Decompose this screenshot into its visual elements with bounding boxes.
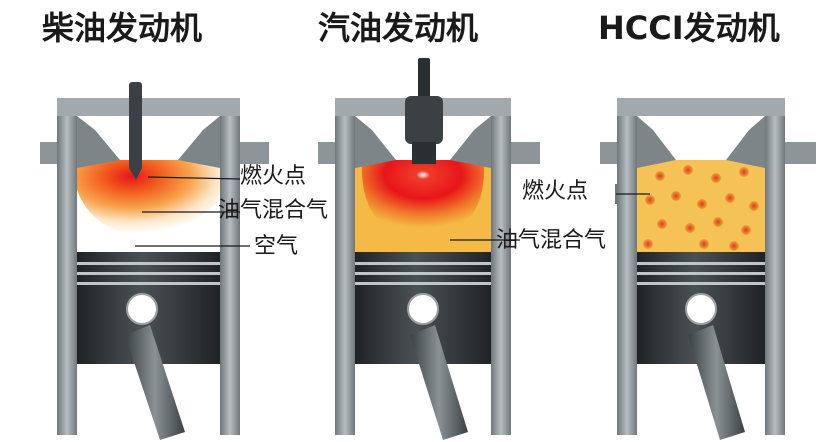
ignition-dot: [655, 171, 665, 181]
fuel-injector: [129, 82, 142, 170]
diesel-flame: [77, 160, 220, 236]
ignition-dot: [699, 239, 709, 249]
leader-line: [147, 176, 241, 180]
spark-plug-body: [405, 96, 443, 144]
ignition-dot: [685, 223, 695, 233]
ignition-dot: [729, 241, 739, 251]
piston-ring: [355, 282, 491, 285]
ignition-dot: [725, 193, 735, 203]
intake-valve: [637, 116, 676, 168]
cylinder-flange-right: [782, 142, 816, 164]
spark-plug-thread: [412, 142, 436, 164]
ignition-dot: [711, 173, 721, 183]
cylinder-wall-left: [57, 98, 77, 435]
cylinder-wall-right: [765, 98, 785, 435]
piston-ring: [77, 272, 220, 275]
ignition-dot: [643, 239, 653, 249]
cylinder-head: [57, 98, 240, 116]
gasoline-engine: [318, 58, 540, 440]
injector-tip: [129, 168, 142, 180]
connecting-rod: [410, 325, 468, 440]
piston-ring: [77, 262, 220, 265]
diesel-mixture-label: 油气混合气: [218, 198, 329, 223]
piston-ring: [637, 262, 765, 265]
gasoline-engine-title: 汽油发动机: [318, 9, 479, 47]
piston-pin: [407, 293, 439, 325]
diesel-ignition-label: 燃火点: [240, 164, 307, 189]
piston-ring: [355, 272, 491, 275]
diesel-engine-title: 柴油发动机: [42, 9, 203, 47]
hcci-ignition-points: [643, 165, 759, 251]
ignition-dot: [739, 167, 749, 177]
hcci-ignition-label: 燃火点: [522, 179, 589, 204]
gasoline-mixture-label: 油气混合气: [496, 228, 607, 253]
intake-valve: [77, 116, 120, 168]
ignition-dot: [713, 217, 723, 227]
ignition-dot: [697, 199, 707, 209]
cylinder-head: [617, 98, 785, 116]
piston-ring: [637, 272, 765, 275]
connecting-rod: [688, 325, 745, 440]
piston-pin: [685, 293, 717, 325]
piston-ring: [355, 262, 491, 265]
diesel-engine: [40, 82, 269, 440]
hcci-engine: [600, 98, 816, 440]
ignition-dot: [657, 219, 667, 229]
piston-ring: [637, 282, 765, 285]
diesel-air-label: 空气: [254, 234, 299, 259]
piston-ring: [77, 282, 220, 285]
connecting-rod: [125, 325, 185, 440]
cylinder-wall-left: [335, 98, 355, 435]
cylinder-wall-left: [617, 98, 637, 435]
ignition-dot: [683, 165, 693, 175]
piston-pin: [126, 293, 158, 325]
ignition-dot: [671, 191, 681, 201]
exhaust-valve: [726, 116, 765, 168]
exhaust-valve: [178, 116, 220, 168]
ignition-dot: [645, 195, 655, 205]
ignition-dot: [741, 225, 751, 235]
intake-valve: [355, 116, 396, 168]
cylinder-wall-right: [491, 98, 511, 435]
cylinder-wall-right: [220, 98, 240, 435]
exhaust-valve: [450, 116, 491, 168]
gasoline-flame: [361, 160, 485, 235]
ignition-dot: [749, 201, 759, 211]
spark-plug-terminal: [418, 58, 430, 98]
hcci-engine-title: HCCI发动机: [598, 9, 780, 47]
cylinder-flange-right: [506, 142, 540, 164]
cylinder-flange-right: [235, 142, 269, 164]
